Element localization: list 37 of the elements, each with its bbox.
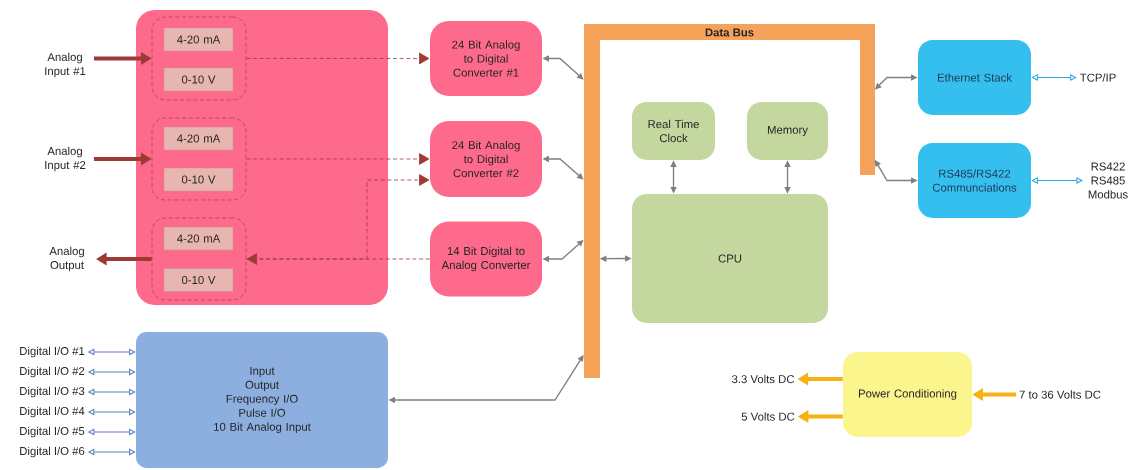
arrow xyxy=(245,52,430,65)
io-box: Input Output Frequency I/O Pulse I/O 10 Bit Analog Input xyxy=(136,332,388,468)
range-box: 0-10 V xyxy=(163,67,234,92)
function-box: Memory xyxy=(747,102,828,160)
arrow xyxy=(246,253,431,265)
arrow xyxy=(245,174,430,260)
io-label: Digital I/O #4 xyxy=(20,406,85,418)
io-label: RS422 RS485 Modbus xyxy=(1088,162,1128,199)
io-label: Analog Output xyxy=(49,246,84,272)
converter-box: 24 Bit Analog to Digital Converter #2 xyxy=(430,121,542,197)
function-box: CPU xyxy=(632,194,828,323)
io-label: Digital I/O #1 xyxy=(20,346,85,358)
range-box: 4-20 mA xyxy=(163,226,234,251)
function-box: Real Time Clock xyxy=(632,102,715,160)
io-label: Digital I/O #2 xyxy=(20,366,85,378)
interface-box: RS485/RS422 Communciations xyxy=(918,143,1031,218)
arrow xyxy=(245,153,430,165)
io-label: TCP/IP xyxy=(1080,73,1116,82)
io-label: Analog Input #2 xyxy=(45,146,86,172)
io-label: Digital I/O #3 xyxy=(20,386,85,398)
io-label: Digital I/O #5 xyxy=(20,426,85,438)
dashed-group xyxy=(151,217,247,301)
io-label: Analog Input #1 xyxy=(45,52,86,78)
power-box: Power Conditioning xyxy=(843,352,972,437)
io-label: 7 to 36 Volts DC xyxy=(1019,390,1101,399)
arrow xyxy=(1031,74,1077,81)
converter-box: 14 Bit Digital to Analog Converter xyxy=(430,221,542,297)
range-box: 4-20 mA xyxy=(163,126,234,151)
io-label: Digital I/O #6 xyxy=(20,446,85,458)
interface-box: Ethernet Stack xyxy=(918,40,1031,115)
converter-box: 24 Bit Analog to Digital Converter #1 xyxy=(430,21,542,96)
dashed-group xyxy=(151,117,247,201)
io-label: 5 Volts DC xyxy=(741,412,795,421)
range-box: 0-10 V xyxy=(163,167,234,192)
range-box: 0-10 V xyxy=(163,268,234,292)
range-box: 4-20 mA xyxy=(163,27,234,52)
dashed-group xyxy=(151,16,247,101)
